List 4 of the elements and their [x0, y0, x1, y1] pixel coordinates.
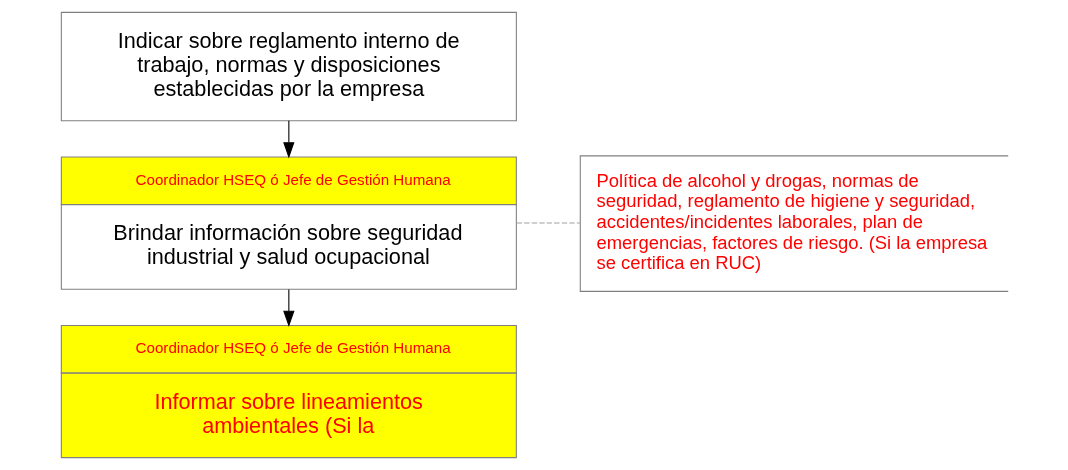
arrow [282, 288, 295, 328]
node-text: Política de alcohol y drogas, normas de seguridad, reglamento de higiene y seguridad, accidentes/incidentes laborales, plan de emergencias, factores de riesgo. (Si la empresa se certifica en RUC) [596, 169, 987, 274]
arrow [282, 120, 295, 159]
connector [515, 222, 580, 224]
